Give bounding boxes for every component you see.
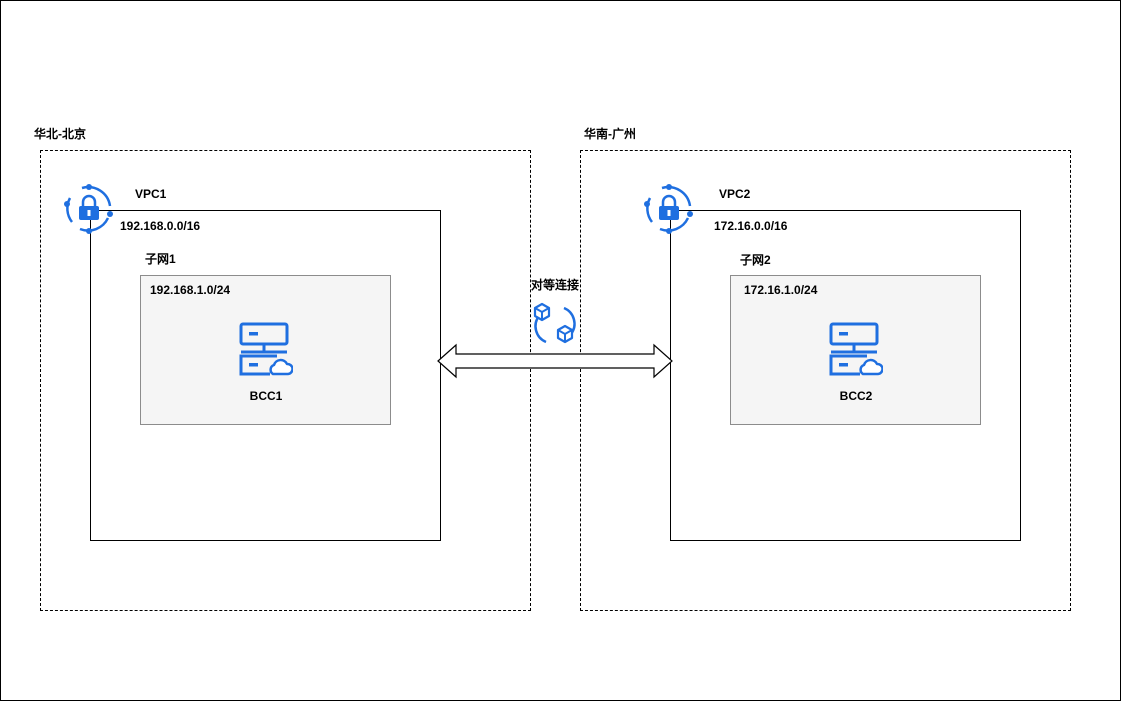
region-1-box	[40, 150, 531, 611]
subnet-1-name: 子网1	[145, 252, 176, 266]
peering-connection-icon	[531, 302, 579, 348]
cloud-server-icon	[239, 322, 293, 378]
double-arrow-icon	[436, 343, 676, 379]
subnet-2-cidr: 172.16.1.0/24	[744, 283, 818, 297]
vpc-1-name: VPC1	[135, 187, 167, 201]
region-2-box	[580, 150, 1071, 611]
server-1-name: BCC1	[249, 389, 283, 403]
subnet-2-name: 子网2	[740, 253, 771, 267]
region-1-label: 华北-北京	[34, 127, 86, 141]
peering-label: 对等连接	[531, 278, 580, 292]
region-2-label: 华南-广州	[584, 127, 636, 141]
vpc-lock-icon	[644, 184, 694, 234]
vpc-lock-icon	[64, 184, 114, 234]
server-2-name: BCC2	[839, 389, 873, 403]
vpc-2-name: VPC2	[719, 187, 751, 201]
cloud-server-icon	[829, 322, 883, 378]
vpc-1-cidr: 192.168.0.0/16	[120, 219, 201, 233]
subnet-1-cidr: 192.168.1.0/24	[150, 283, 231, 297]
vpc-2-cidr: 172.16.0.0/16	[714, 219, 788, 233]
